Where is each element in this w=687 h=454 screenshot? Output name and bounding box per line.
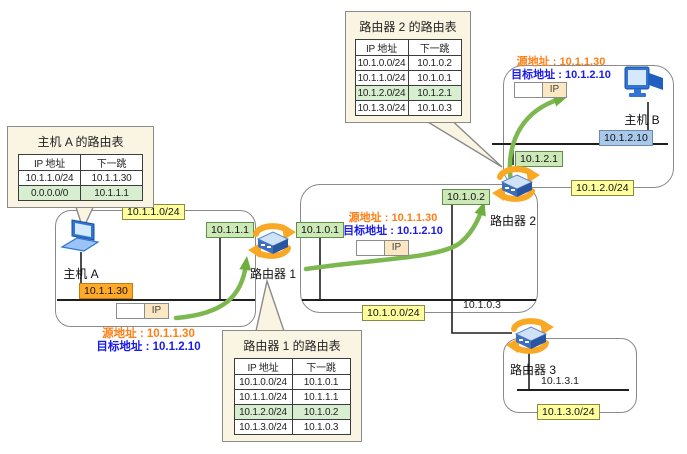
table-row-highlighted: 0.0.0.0/0 10.1.1.1 xyxy=(18,185,143,201)
cell-ip: 0.0.0.0/0 xyxy=(18,185,81,201)
router1-routing-table: IP 地址 下一跳 10.1.0.0/24 10.1.0.1 10.1.1.0/… xyxy=(233,358,351,435)
ip-packet-at-host-a: IP xyxy=(116,303,169,319)
cell-ip: 10.1.1.0/24 xyxy=(233,389,293,405)
interface-label-r1-10-1-1-1: 10.1.1.1 xyxy=(206,222,254,238)
cell-ip: 10.1.3.0/24 xyxy=(354,100,409,116)
source-address-text: 源地址 : 10.1.1.30 xyxy=(348,212,438,224)
source-address-text: 源地址 : 10.1.1.30 xyxy=(102,328,195,340)
cell-nexthop: 10.1.0.3 xyxy=(291,419,351,435)
cell-ip: 10.1.1.0/24 xyxy=(354,70,409,86)
callout-pointer-router2-table xyxy=(415,115,503,168)
cell-ip: 10.1.2.0/24 xyxy=(354,85,409,101)
interface-label-r2-10-1-0-2: 10.1.0.2 xyxy=(442,189,490,205)
routing-table-title: 路由器 1 的路由表 xyxy=(243,339,341,353)
callout-pointer-router1-table xyxy=(255,278,285,332)
packet-addresses-host-b: 源地址 : 10.1.1.30 目标地址 : 10.1.2.10 xyxy=(499,56,623,81)
interface-label-r3-10-1-0-3: 10.1.0.3 xyxy=(463,299,501,311)
network-label-10-1-3: 10.1.3.0/24 xyxy=(537,404,600,420)
cell-ip: 10.1.0.0/24 xyxy=(354,55,409,71)
col-header-nexthop: 下一跳 xyxy=(407,39,462,56)
cell-ip: 10.1.1.0/24 xyxy=(18,170,81,186)
router1-icon xyxy=(246,218,298,271)
packet-payload-box xyxy=(514,82,543,98)
router2-routing-table-callout: 路由器 2 的路由表 IP 地址 下一跳 10.1.0.0/24 10.1.0.… xyxy=(345,11,471,123)
host-a-label: 主机 A xyxy=(63,267,99,281)
packet-addresses-middle: 源地址 : 10.1.1.30 目标地址 : 10.1.2.10 xyxy=(330,212,456,237)
router2-label: 路由器 2 xyxy=(489,214,536,228)
host-a-routing-table-callout: 主机 A 的路由表 IP 地址 下一跳 10.1.1.0/24 10.1.1.3… xyxy=(7,126,154,208)
host-a-ip-label: 10.1.1.30 xyxy=(79,283,133,299)
table-header-row: IP 地址 下一跳 xyxy=(233,358,351,375)
packet-ip-header-box: IP xyxy=(543,82,567,98)
cell-nexthop: 10.1.0.2 xyxy=(291,404,351,420)
table-row-highlighted: 10.1.2.0/24 10.1.2.1 xyxy=(354,85,462,101)
destination-address-text: 目标地址 : 10.1.2.10 xyxy=(343,224,443,237)
packet-addresses-host-a: 源地址 : 10.1.1.30 目标地址 : 10.1.2.10 xyxy=(56,328,241,353)
cell-nexthop: 10.1.1.30 xyxy=(80,170,143,186)
flow-arrow-hosta-to-router1 xyxy=(173,256,252,321)
table-row: 10.1.3.0/24 10.1.0.3 xyxy=(354,100,462,116)
router1-routing-table-callout: 路由器 1 的路由表 IP 地址 下一跳 10.1.0.0/24 10.1.0.… xyxy=(222,330,362,442)
table-row: 10.1.0.0/24 10.1.0.1 xyxy=(233,374,351,390)
table-row-highlighted: 10.1.2.0/24 10.1.0.2 xyxy=(233,404,351,420)
packet-ip-header-box: IP xyxy=(385,240,409,256)
packet-payload-box xyxy=(116,303,145,319)
interface-label-r2-10-1-2-1: 10.1.2.1 xyxy=(515,151,563,167)
table-row: 10.1.1.0/24 10.1.1.30 xyxy=(18,170,143,186)
host-b-desktop-icon xyxy=(622,66,666,109)
cell-nexthop: 10.1.2.1 xyxy=(407,85,462,101)
flow-arrow-router1-to-router2 xyxy=(303,201,486,272)
table-row: 10.1.1.0/24 10.1.1.1 xyxy=(233,389,351,405)
router2-routing-table: IP 地址 下一跳 10.1.0.0/24 10.1.0.2 10.1.1.0/… xyxy=(354,39,462,116)
table-header-row: IP 地址 下一跳 xyxy=(18,154,143,171)
table-row: 10.1.1.0/24 10.1.0.1 xyxy=(354,70,462,86)
routing-table-title: 路由器 2 的路由表 xyxy=(359,20,457,34)
packet-payload-box xyxy=(356,240,385,256)
table-row: 10.1.0.0/24 10.1.0.2 xyxy=(354,55,462,71)
col-header-nexthop: 下一跳 xyxy=(80,154,143,171)
destination-address-text: 目标地址 : 10.1.2.10 xyxy=(96,340,201,353)
router2-icon xyxy=(490,161,542,214)
ip-packet-at-host-b: IP xyxy=(514,82,567,98)
router3-label: 路由器 3 xyxy=(509,363,556,377)
col-header-nexthop: 下一跳 xyxy=(291,358,351,375)
packet-ip-header-box: IP xyxy=(145,303,169,319)
col-header-ip: IP 地址 xyxy=(233,358,293,375)
col-header-ip: IP 地址 xyxy=(354,39,409,56)
cell-nexthop: 10.1.0.1 xyxy=(291,374,351,390)
host-b-label: 主机 B xyxy=(624,113,660,127)
cell-nexthop: 10.1.0.2 xyxy=(407,55,462,71)
routing-table-title: 主机 A 的路由表 xyxy=(37,135,124,149)
source-address-text: 源地址 : 10.1.1.30 xyxy=(516,56,606,68)
table-header-row: IP 地址 下一跳 xyxy=(354,39,462,56)
cell-ip: 10.1.2.0/24 xyxy=(233,404,293,420)
host-a-routing-table: IP 地址 下一跳 10.1.1.0/24 10.1.1.30 0.0.0.0/… xyxy=(18,154,143,201)
host-a-laptop-icon xyxy=(60,219,102,262)
host-b-ip-label: 10.1.2.10 xyxy=(599,130,653,146)
cell-ip: 10.1.3.0/24 xyxy=(233,419,293,435)
col-header-ip: IP 地址 xyxy=(18,154,81,171)
router1-label: 路由器 1 xyxy=(249,267,296,281)
ip-packet-between-routers: IP xyxy=(356,240,409,256)
network-label-10-1-2: 10.1.2.0/24 xyxy=(571,180,634,196)
interface-label-r3-10-1-3-1: 10.1.3.1 xyxy=(541,375,579,387)
interface-label-r1-10-1-0-1: 10.1.0.1 xyxy=(296,222,344,238)
table-row: 10.1.3.0/24 10.1.0.3 xyxy=(233,419,351,435)
router3-icon xyxy=(504,313,556,366)
network-label-10-1-0: 10.1.0.0/24 xyxy=(362,305,425,321)
cell-nexthop: 10.1.0.1 xyxy=(407,70,462,86)
destination-address-text: 目标地址 : 10.1.2.10 xyxy=(511,68,611,81)
cell-nexthop: 10.1.1.1 xyxy=(80,185,143,201)
cell-nexthop: 10.1.1.1 xyxy=(291,389,351,405)
cell-nexthop: 10.1.0.3 xyxy=(407,100,462,116)
cell-ip: 10.1.0.0/24 xyxy=(233,374,293,390)
